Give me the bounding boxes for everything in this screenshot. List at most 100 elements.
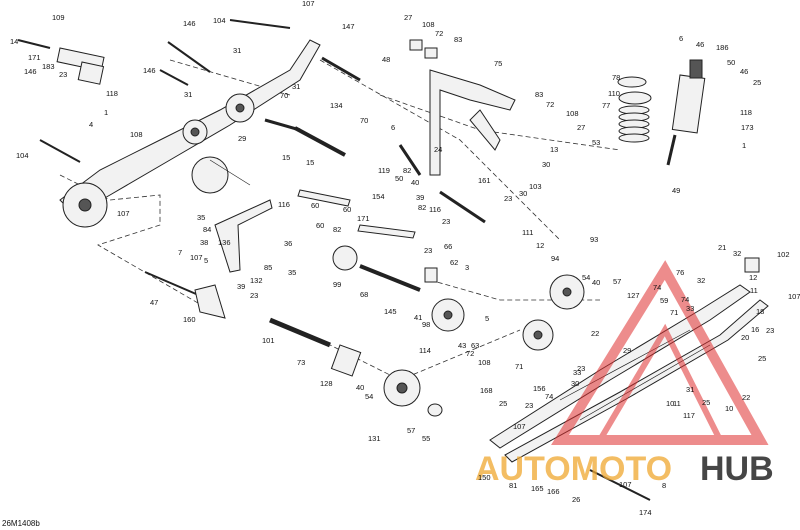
callout-label: 161 [478,176,491,185]
callout-label: 10 [725,404,733,413]
callout-label: 40 [356,383,364,392]
idler-wheels [383,274,585,417]
callout-label: 147 [342,22,355,31]
callout-label: 57 [613,277,621,286]
callout-label: 50 [395,174,403,183]
callout-label: 47 [150,298,158,307]
callout-label: 27 [577,123,585,132]
callout-label: 60 [311,201,319,210]
callout-label: 156 [533,384,546,393]
callout-label: 59 [660,296,668,305]
callout-label: 171 [28,53,41,62]
callout-label: 54 [582,273,590,282]
callout-label: 23 [59,70,67,79]
callout-label: 107 [190,253,203,262]
callout-label: 20 [741,333,749,342]
callout-label: 77 [602,101,610,110]
callout-label: 108 [130,130,143,139]
callout-label: 111 [522,228,533,237]
callout-label: 14 [10,37,18,46]
callout-label: 74 [545,392,553,401]
shafts [17,19,486,377]
callout-label: 183 [42,62,55,71]
callout-label: 30 [571,379,579,388]
callout-label: 46 [740,67,748,76]
callout-label: 108 [478,358,491,367]
callout-label: 68 [360,290,368,299]
callout-label: 85 [264,263,272,272]
callout-label: 25 [499,399,507,408]
callout-label: 22 [591,329,599,338]
callout-label: 30 [542,160,550,169]
callout-label: 40 [592,278,600,287]
callout-label: 168 [480,386,493,395]
callout-label: 25 [753,78,761,87]
callout-label: 134 [330,101,343,110]
callout-label: 101 [262,336,275,345]
callout-label: 66 [444,242,452,251]
callout-label: 82 [418,203,426,212]
callout-label: 78 [612,73,620,82]
callout-label: 154 [372,192,385,201]
callout-label: 39 [416,193,424,202]
callout-label: 146 [24,67,37,76]
callout-label: 186 [716,43,729,52]
callout-label: 146 [143,66,156,75]
callout-label: 43 [458,341,466,350]
callout-label: 173 [741,123,754,132]
callout-label: 30 [519,189,527,198]
callout-label: 104 [16,151,29,160]
callout-label: 25 [702,398,710,407]
watermark-word-automoto: AUTOMOTO [475,450,672,488]
callout-label: 145 [384,307,397,316]
callout-label: 107 [513,422,526,431]
callout-label: 18 [756,307,764,316]
callout-label: 55 [422,434,430,443]
callout-label: 107 [619,480,632,489]
rear-shock-assembly [617,59,706,166]
callout-label: 62 [450,258,458,267]
callout-label: 74 [681,295,689,304]
callout-label: 94 [551,254,559,263]
callout-label: 32 [733,249,741,258]
callout-label: 24 [434,145,442,154]
callout-label: 50 [727,58,735,67]
callout-label: 146 [183,19,196,28]
callout-label: 1 [742,141,746,150]
callout-label: 171 [357,214,370,223]
callout-label: 33 [573,368,581,377]
callout-label: 23 [250,291,258,300]
callout-label: 1 [104,108,108,117]
callout-label: 4 [89,120,93,129]
callout-label: 39 [237,282,245,291]
callout-label: 8 [662,481,666,490]
callout-label: 118 [740,108,752,117]
callout-label: 82 [403,166,411,175]
callout-label: 12 [749,273,757,282]
callout-label: 74 [653,283,661,292]
callout-label: 109 [52,13,65,22]
callout-label: 23 [442,217,450,226]
callout-label: 27 [404,13,412,22]
callout-label: 12 [536,241,544,250]
callout-label: 25 [758,354,766,363]
callout-label: 98 [422,320,430,329]
callout-label: 31 [686,385,694,394]
callout-label: 107 [117,209,130,218]
watermark-triangle [551,260,769,445]
callout-label: 72 [466,349,474,358]
callout-label: 166 [547,487,560,496]
callout-label: 108 [422,20,435,29]
callout-label: 41 [414,313,422,322]
callout-label: 48 [382,55,390,64]
callout-label: 60 [343,205,351,214]
callout-label: 93 [590,235,598,244]
callout-label: 54 [365,392,373,401]
watermark-word-hub: HUB [700,450,774,488]
callout-label: 128 [320,379,333,388]
callout-label: 117 [683,411,695,420]
callout-label: 72 [546,100,554,109]
callout-label: 84 [203,225,211,234]
callout-label: 150 [478,473,491,482]
